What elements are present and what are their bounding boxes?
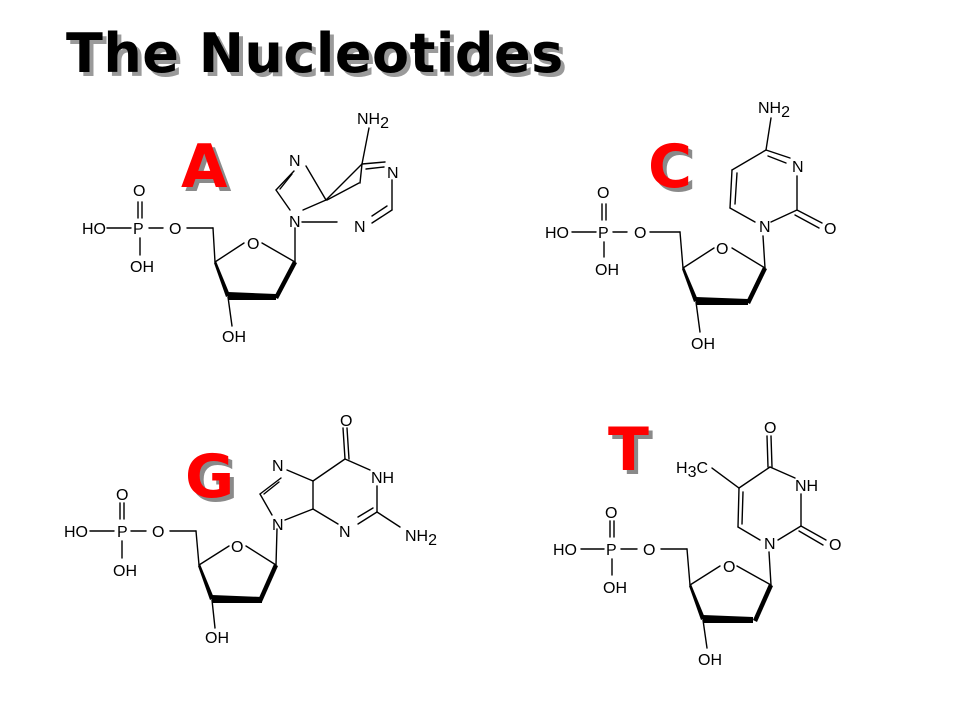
atom-sugar-oh: OH: [691, 336, 715, 353]
atom-ring-o: O: [247, 236, 259, 253]
atom-o-link: O: [634, 225, 646, 242]
label-g: G: [185, 442, 235, 512]
atom-o: O: [133, 183, 145, 200]
atom-sugar-oh: OH: [698, 652, 722, 669]
atom-ring-o: O: [716, 241, 728, 258]
atom-o6: O: [340, 413, 352, 430]
atom-nh2: NH2: [405, 528, 437, 549]
atom-p: P: [133, 221, 144, 238]
atom-n3: N: [339, 524, 351, 541]
atom-oh: OH: [595, 262, 619, 279]
atom-o-link: O: [169, 221, 181, 238]
atom-oh: OH: [603, 580, 627, 597]
atom-p: P: [606, 542, 617, 559]
atom-ho: HO: [545, 225, 569, 242]
atom-o: O: [597, 185, 609, 202]
atom-o2: O: [824, 221, 836, 238]
page-title: The Nucleotides: [66, 22, 564, 85]
atom-nh3: NH: [795, 478, 818, 495]
structure-g: [89, 427, 401, 629]
atom-o2: O: [829, 537, 841, 554]
atom-n9: N: [272, 517, 284, 534]
atoms-g: O HO P O OH O OH N N N O NH NH2: [64, 413, 437, 647]
atom-n9: N: [289, 214, 301, 231]
atom-n1: N: [764, 536, 776, 553]
atom-n7: N: [289, 153, 301, 170]
atom-n7: N: [272, 458, 284, 475]
atom-nh1: NH: [371, 470, 394, 487]
atom-nh2: NH2: [357, 111, 389, 132]
atom-nh2: NH2: [758, 100, 790, 121]
label-c: C: [648, 132, 693, 202]
atom-ring-o: O: [231, 539, 243, 556]
atom-ho: HO: [553, 542, 577, 559]
structure-a: [106, 127, 393, 327]
atom-p: P: [117, 524, 128, 541]
atom-n1: N: [759, 219, 771, 236]
atoms-a: O HO P O OH O OH N N N N NH2: [82, 111, 399, 346]
atom-n1: N: [387, 165, 399, 182]
atom-ch3: H3C: [676, 460, 708, 481]
atom-o: O: [116, 487, 128, 504]
structure-c: [571, 117, 823, 333]
label-t: T: [608, 415, 649, 485]
atom-o: O: [605, 505, 617, 522]
atom-sugar-oh: OH: [222, 329, 246, 346]
atom-ho: HO: [82, 221, 106, 238]
atom-o-link: O: [152, 524, 164, 541]
atoms-c: O HO P O OH O OH N N O NH2: [545, 100, 836, 353]
atom-p: P: [598, 225, 609, 242]
atoms-t: O HO P O OH O OH O NH N O H3C: [553, 420, 841, 669]
atom-oh: OH: [113, 563, 137, 580]
atom-n3: N: [354, 219, 366, 236]
atom-ho: HO: [64, 524, 88, 541]
label-a: A: [181, 132, 228, 202]
atom-sugar-oh: OH: [205, 630, 229, 647]
atom-oh: OH: [130, 259, 154, 276]
atom-n3: N: [792, 159, 804, 176]
atom-o-link: O: [643, 542, 655, 559]
structure-t: [580, 435, 827, 649]
atom-ring-o: O: [723, 559, 735, 576]
atom-o4: O: [764, 420, 776, 437]
